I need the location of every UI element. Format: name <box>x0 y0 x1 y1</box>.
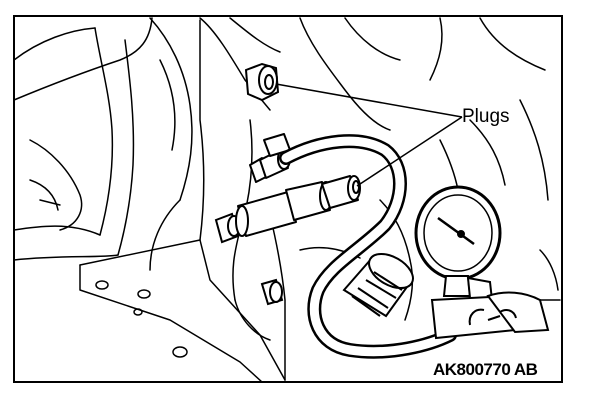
figure-code: AK800770 AB <box>433 360 538 379</box>
plugs-callout-label: Plugs <box>462 106 510 127</box>
top-plug <box>244 62 280 102</box>
side-plugs <box>214 212 284 306</box>
engine-block-outlines <box>13 17 561 383</box>
oil-filter <box>342 252 414 318</box>
pressure-gauge <box>414 185 550 340</box>
lower-hose-fitting <box>235 175 361 237</box>
callout-leader-lines <box>275 83 463 187</box>
pressure-gauge-hose <box>279 134 457 359</box>
